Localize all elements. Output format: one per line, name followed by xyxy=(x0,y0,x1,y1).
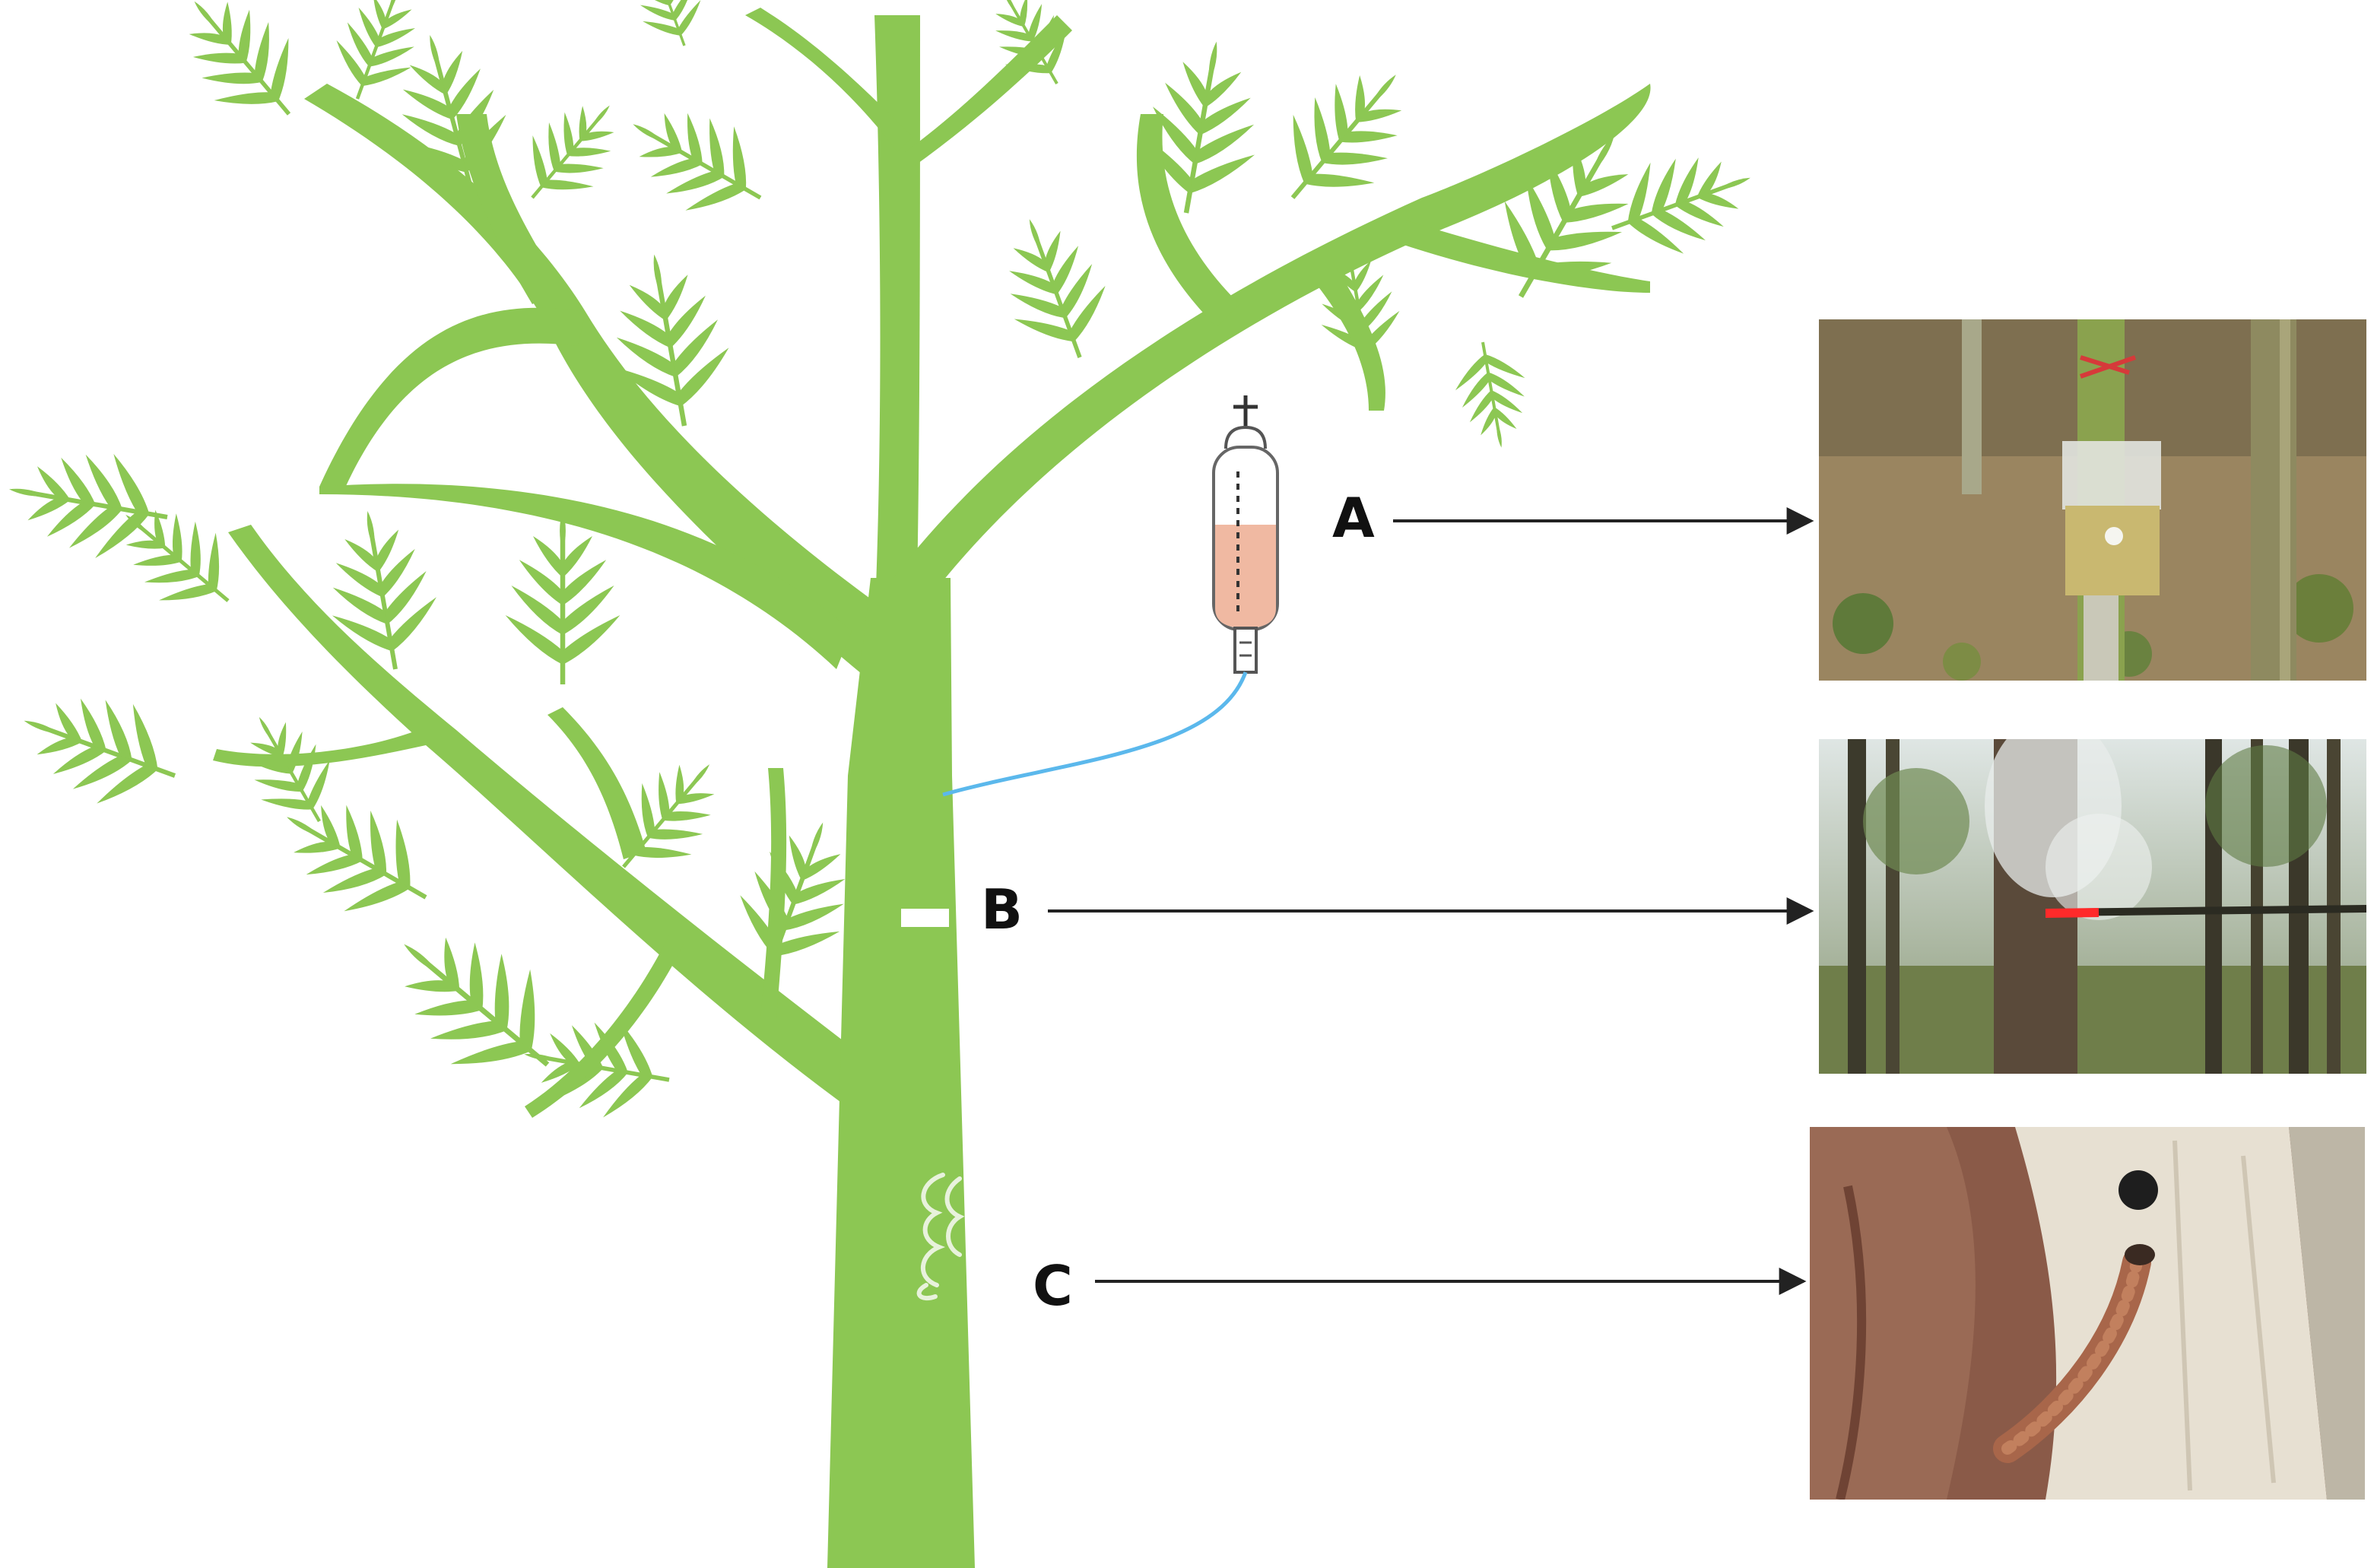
photo-b-fumigation xyxy=(1819,739,2366,1074)
tree-trunk xyxy=(827,578,975,1568)
label-a: A xyxy=(1332,486,1375,550)
infusion-bag-icon xyxy=(1212,395,1279,674)
label-c: C xyxy=(1033,1254,1073,1318)
photo-a-trunk-injection xyxy=(1819,319,2366,681)
infusion-tube xyxy=(942,671,1248,797)
drill-hole-icon xyxy=(901,909,949,927)
tree-branches xyxy=(213,8,1651,1118)
tree xyxy=(0,0,1767,1568)
photo-c-larva xyxy=(1810,1127,2365,1500)
label-b: B xyxy=(981,878,1023,941)
larva-icon xyxy=(916,1173,965,1301)
